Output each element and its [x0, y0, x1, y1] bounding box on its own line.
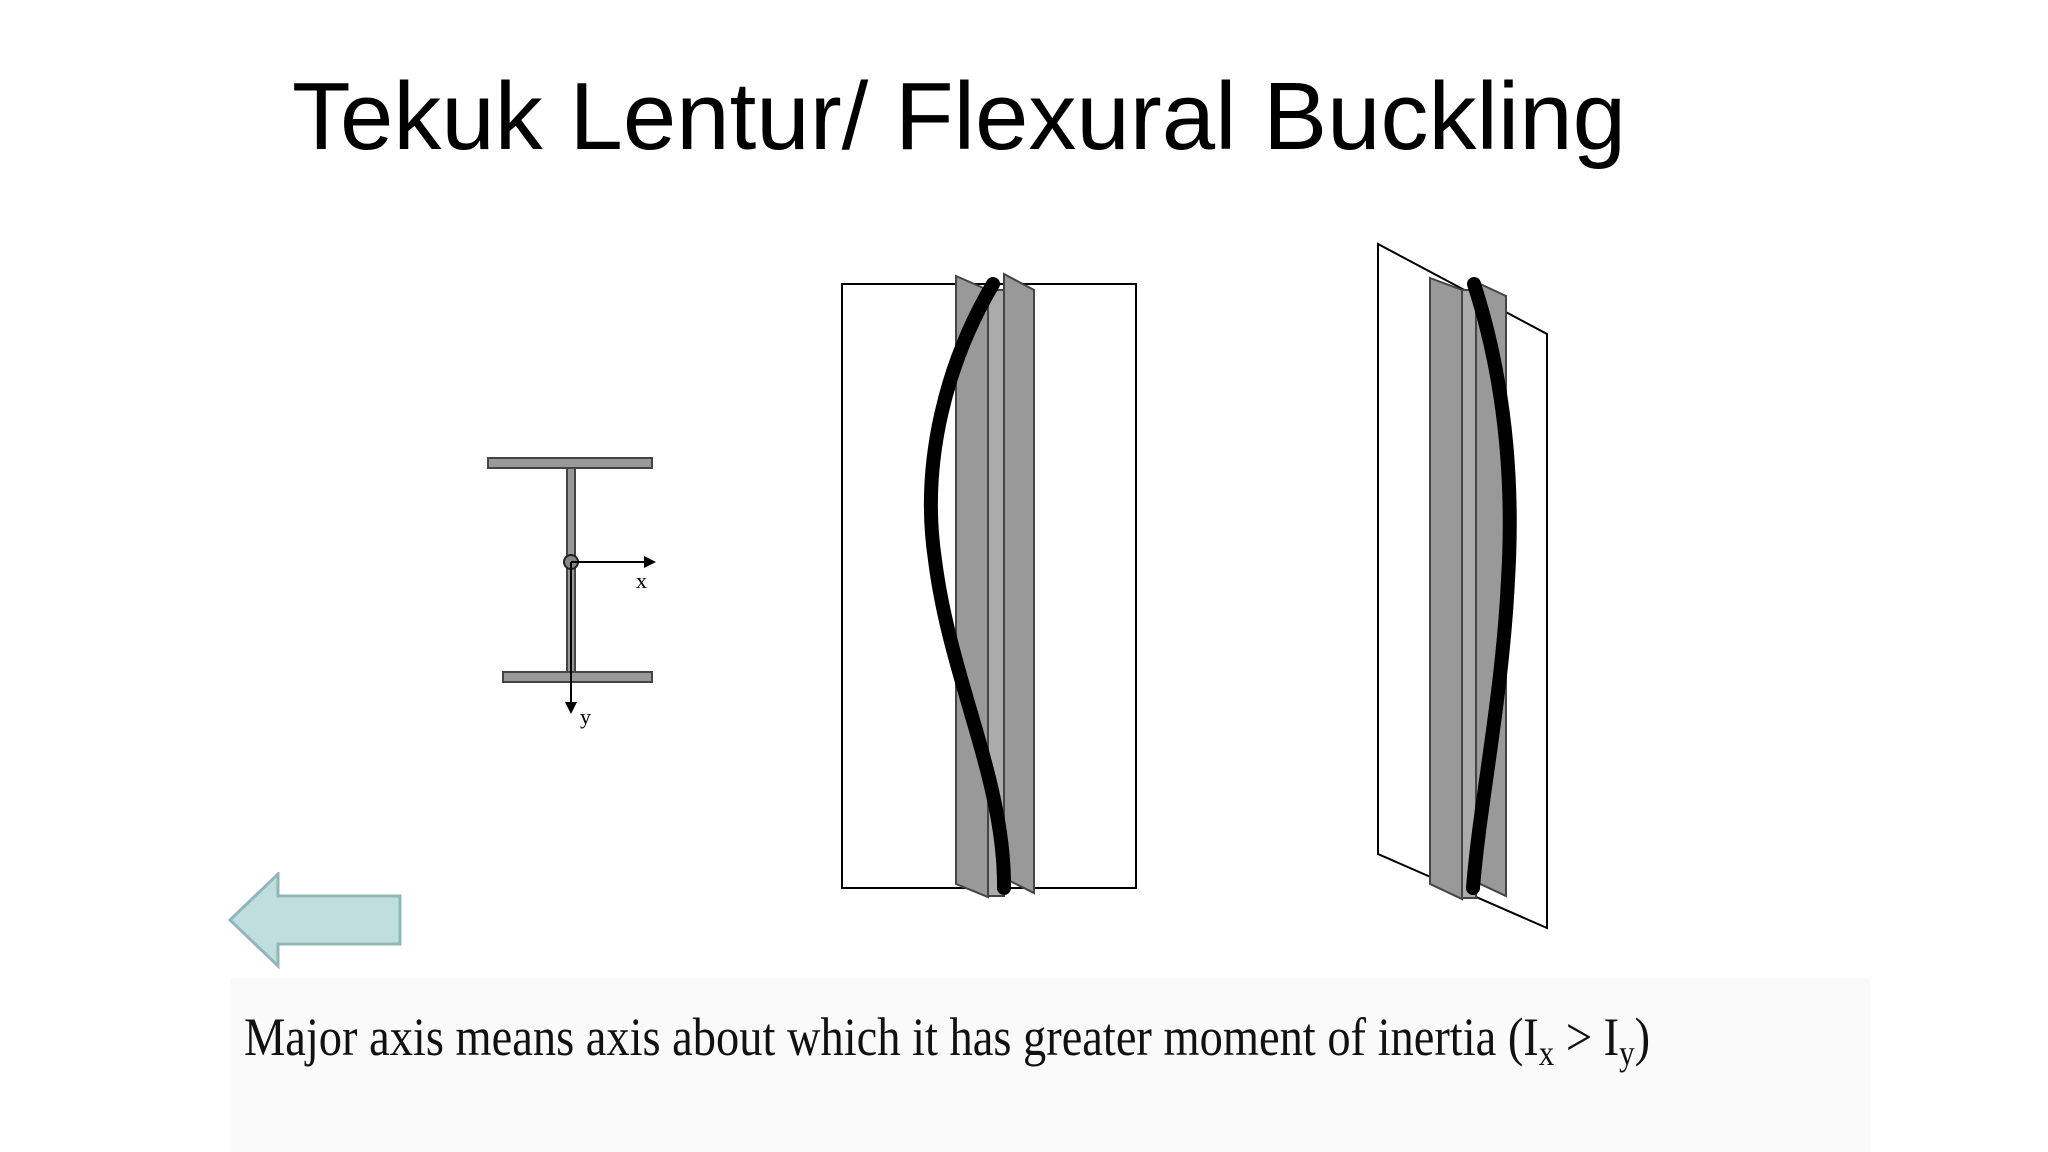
minor-axis-buckling-column	[1377, 242, 1548, 930]
top-flange	[487, 457, 653, 469]
i-section-cross-section: x y	[487, 457, 656, 729]
column-web	[1461, 289, 1477, 899]
caption-text: Major axis means axis about which it has…	[244, 1007, 1539, 1067]
bottom-flange	[502, 671, 653, 683]
slide-title: Tekuk Lentur/ Flexural Buckling	[292, 63, 1626, 170]
caption-band	[230, 978, 1870, 1152]
caption-comparison: > I	[1554, 1007, 1620, 1067]
buckled-shape-curve	[1466, 277, 1517, 895]
subscript-y: y	[1619, 1033, 1635, 1073]
y-axis-label: y	[580, 704, 591, 729]
y-axis-arrowhead	[565, 702, 577, 714]
column-flange-left	[1429, 276, 1463, 901]
caption-end: )	[1634, 1007, 1651, 1067]
caption: Major axis means axis about which it has…	[244, 1002, 1650, 1088]
left-arrow-icon[interactable]	[228, 872, 408, 972]
buckled-shape-curve	[923, 277, 1012, 895]
column-flange-right	[1003, 272, 1035, 895]
subscript-x: x	[1538, 1033, 1555, 1073]
x-axis-label: x	[636, 568, 647, 593]
major-axis-buckling-column	[841, 272, 1137, 899]
x-axis-arrowhead	[644, 556, 656, 568]
